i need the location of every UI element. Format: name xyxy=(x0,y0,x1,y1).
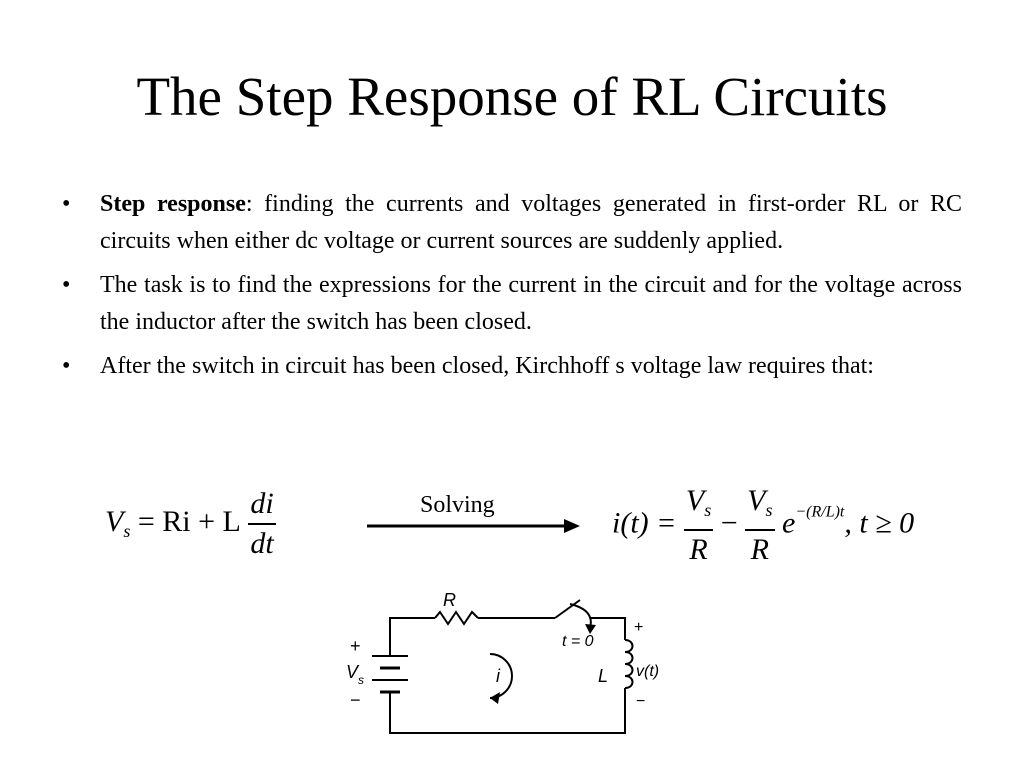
current-loop-icon xyxy=(489,653,513,699)
current-label: i xyxy=(496,666,501,686)
bullet-dot: • xyxy=(62,191,71,217)
voltage-minus: − xyxy=(636,693,645,710)
bullet-item-2: • The task is to find the expressions fo… xyxy=(62,267,962,341)
source-sub: s xyxy=(358,673,364,687)
switch-icon xyxy=(554,599,581,619)
source-label: V xyxy=(346,662,360,682)
sol-frac-2: Vs R xyxy=(745,482,775,569)
sol-exponent: −(R/L)t xyxy=(795,503,845,521)
inductor-icon xyxy=(624,639,634,689)
bullet-dot: • xyxy=(62,272,71,298)
slide-title: The Step Response of RL Circuits xyxy=(136,66,888,127)
inductor-label: L xyxy=(598,666,608,686)
sol-condition: , t ≥ 0 xyxy=(844,506,915,540)
sol-frac2-sub: s xyxy=(765,500,773,520)
voltage-label: v(t) xyxy=(636,663,659,680)
bullet-item-3: • After the switch in circuit has been c… xyxy=(62,348,962,385)
eq-v: V xyxy=(105,504,124,538)
current-arrowhead-icon xyxy=(490,692,500,704)
sol-frac2-den: R xyxy=(750,533,769,566)
wire-bottom xyxy=(389,688,626,734)
eq-frac-num: di xyxy=(248,485,276,525)
wire-left-top xyxy=(389,617,435,650)
bullet-list: • Step response: finding the currents an… xyxy=(62,186,962,392)
bullet-item-1: • Step response: finding the currents an… xyxy=(62,186,962,260)
sol-frac2-num: V xyxy=(747,484,766,517)
solving-label: Solving xyxy=(420,492,495,518)
sol-frac1-den: R xyxy=(689,533,708,566)
switch-arrowhead-icon xyxy=(585,624,596,634)
solution-equation: i(t) = Vs R − Vs R e−(R/L)t, t ≥ 0 xyxy=(612,482,914,569)
wire-right-top xyxy=(590,617,626,640)
eq-v-sub: s xyxy=(123,520,131,541)
bullet-text: After the switch in circuit has been clo… xyxy=(100,353,874,379)
sol-frac-1: Vs R xyxy=(683,482,714,569)
voltage-plus: + xyxy=(634,619,643,636)
bullet-dot: • xyxy=(62,353,71,379)
source-minus: − xyxy=(350,690,361,710)
solving-arrow-icon xyxy=(367,519,580,533)
resistor-icon xyxy=(434,610,479,626)
eq-derivative: di dt xyxy=(248,485,276,563)
sol-minus: − xyxy=(720,506,738,540)
bullet-text: The task is to find the expressions for … xyxy=(100,272,962,335)
switch-time-label: t = 0 xyxy=(562,633,594,650)
eq-frac-den: dt xyxy=(250,527,274,560)
sol-exp-base: e xyxy=(782,506,796,540)
resistor-label: R xyxy=(443,590,456,610)
sol-frac1-sub: s xyxy=(704,500,712,520)
rl-circuit-diagram: R t = 0 + V s − i L + v(t) − xyxy=(346,590,659,734)
sol-frac1-num: V xyxy=(685,484,705,517)
eq-rhs: = Ri + L xyxy=(137,504,241,538)
bullet-bold-term: Step response xyxy=(100,191,246,217)
kvl-equation: Vs = Ri + L di dt xyxy=(105,485,276,563)
bullet-text: : finding the currents and voltages gene… xyxy=(100,191,962,254)
source-plus: + xyxy=(350,636,361,656)
sol-lhs: i(t) = xyxy=(612,506,677,540)
